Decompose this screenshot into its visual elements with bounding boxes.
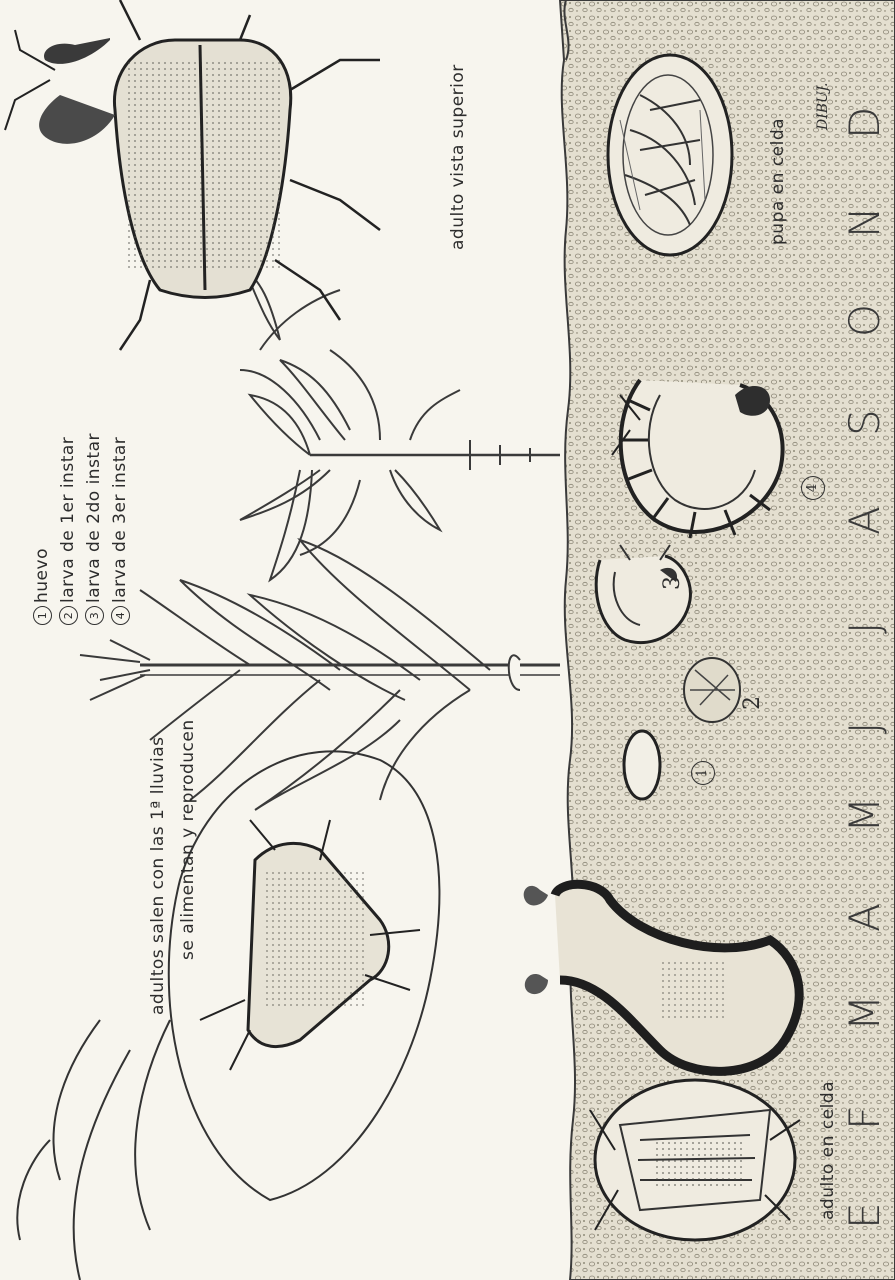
month-label-6: J xyxy=(840,721,889,733)
marker-3: 3 xyxy=(85,606,104,625)
month-label-8: A xyxy=(840,507,889,536)
month-label-3: M xyxy=(840,995,889,1031)
adults-caption-line-1: adultos salen con las 1ª lluvias xyxy=(148,736,168,1015)
legend-label-2: larva de 1er instar xyxy=(58,437,78,603)
adult-top-view-caption: adulto vista superior xyxy=(448,64,468,250)
egg xyxy=(624,731,660,799)
artist-signature: DIBUJ. xyxy=(815,83,831,130)
month-label-12: D xyxy=(840,107,889,139)
adult-beetle-on-leaf xyxy=(17,751,439,1280)
legend-label-1: huevo xyxy=(32,548,52,603)
stage-number-3: 3 xyxy=(660,576,685,590)
legend-item-4: 4 larva de 3er instar xyxy=(110,437,130,625)
legend-item-1: 1 huevo xyxy=(32,548,52,625)
month-label-4: A xyxy=(840,903,889,932)
adults-caption-line-2: se alimentan y reproducen xyxy=(178,719,198,960)
month-label-9: S xyxy=(840,410,889,437)
month-label-5: M xyxy=(840,796,889,832)
stage-number-1: 1 xyxy=(690,758,715,785)
marker-1: 1 xyxy=(33,606,52,625)
month-label-2: F xyxy=(840,1106,889,1130)
adult-beetle-top-view xyxy=(5,0,380,350)
legend-label-4: larva de 3er instar xyxy=(110,437,130,603)
stage-number-2: 2 xyxy=(740,696,765,710)
pupa-in-cell xyxy=(608,55,732,255)
month-label-10: O xyxy=(840,304,889,337)
legend-item-3: 3 larva de 2do instar xyxy=(84,433,104,625)
adult-in-cell-caption: adulto en celda xyxy=(818,1081,838,1220)
first-instar-larva xyxy=(684,658,740,722)
bean-plant xyxy=(240,270,560,580)
pupa-in-cell-caption: pupa en celda xyxy=(768,118,788,245)
month-label-7: J xyxy=(840,622,889,634)
month-label-1: E xyxy=(840,1202,889,1229)
month-label-11: N xyxy=(840,207,889,238)
marker-4: 4 xyxy=(111,606,130,625)
legend-label-3: larva de 2do instar xyxy=(84,433,104,603)
stage-number-4: 4 xyxy=(800,473,825,500)
adult-in-cell xyxy=(590,1080,800,1240)
legend-item-2: 2 larva de 1er instar xyxy=(58,437,78,625)
marker-2: 2 xyxy=(59,606,78,625)
